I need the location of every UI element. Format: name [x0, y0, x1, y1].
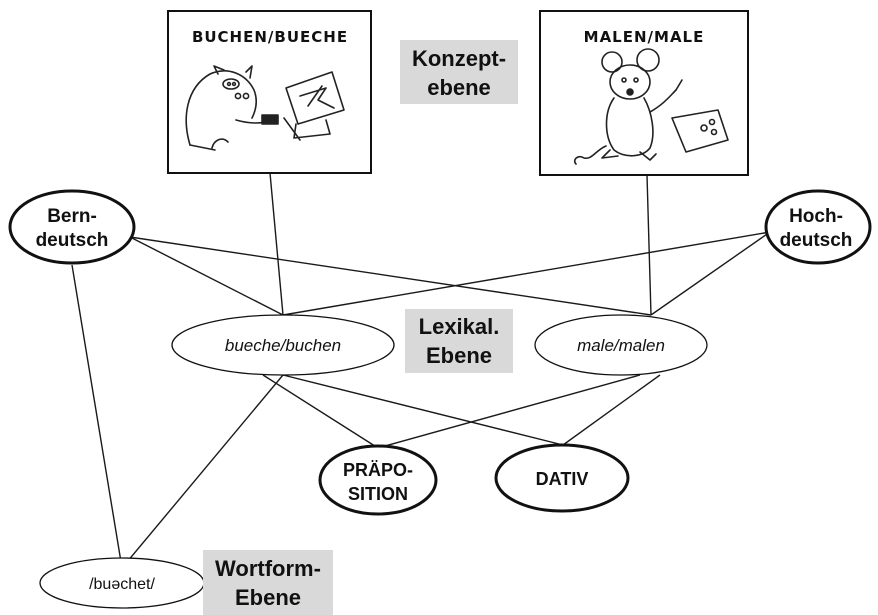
edge-bueche-to-dativ — [282, 374, 564, 446]
concept-title-buchen: BUCHEN/BUECHE — [192, 28, 348, 46]
edge-berndeutsch-to-male — [129, 236, 652, 316]
level-konzept-line2: ebene — [427, 75, 491, 100]
node-praeposition-line2: SITION — [348, 484, 408, 504]
node-male-malen: male/malen — [534, 314, 708, 376]
level-label-konzept: Konzept- ebene — [400, 40, 518, 104]
edges — [71, 172, 771, 569]
concept-box-malen: MALEN/MALE — [539, 10, 749, 176]
node-hochdeutsch-line2: deutsch — [780, 230, 853, 251]
node-dativ: DATIV — [494, 443, 630, 513]
edge-malen-concept-to-male — [646, 174, 652, 316]
node-berndeutsch: Bern- deutsch — [8, 189, 136, 265]
edge-male-to-dativ — [562, 374, 661, 446]
concept-title-malen: MALEN/MALE — [584, 28, 705, 46]
node-berndeutsch-line2: deutsch — [36, 230, 109, 251]
level-wortform-line2: Ebene — [235, 585, 301, 610]
node-dativ-label: DATIV — [536, 469, 589, 489]
node-berndeutsch-line1: Bern- — [47, 206, 97, 227]
concept-box-buchen: BUCHEN/BUECHE — [167, 10, 372, 174]
level-lexikal-line2: Ebene — [426, 343, 492, 368]
node-hochdeutsch: Hoch- deutsch — [764, 189, 872, 265]
level-lexikal-line1: Lexikal. — [419, 314, 500, 339]
node-hochdeutsch-line1: Hoch- — [789, 206, 843, 227]
edge-hochdeutsch-to-male — [650, 231, 771, 316]
level-label-wortform: Wortform- Ebene — [203, 550, 333, 615]
level-wortform-line1: Wortform- — [215, 556, 321, 581]
node-bueche-buchen: bueche/buchen — [171, 314, 395, 376]
pig-computer-icon — [185, 65, 345, 151]
node-praeposition-line1: PRÄPO- — [343, 460, 413, 480]
level-label-lexikal: Lexikal. Ebene — [405, 309, 513, 373]
node-wortform-label: /buəchet/ — [89, 576, 155, 593]
edge-hochdeutsch-to-bueche — [282, 231, 771, 316]
edge-bueche-to-wortform — [121, 374, 284, 569]
node-bueche-label: bueche/buchen — [225, 336, 341, 355]
node-male-label: male/malen — [577, 336, 665, 355]
mouse-painting-icon — [573, 48, 729, 165]
edge-bueche-to-praeposition — [262, 374, 379, 449]
node-praeposition: PRÄPO- SITION — [318, 444, 438, 516]
node-wortform: /buəchet/ — [39, 557, 205, 609]
edge-berndeutsch-to-wortform — [71, 264, 123, 569]
edge-male-to-praeposition — [377, 374, 641, 449]
level-konzept-line1: Konzept- — [412, 46, 506, 71]
edge-berndeutsch-to-bueche — [129, 236, 284, 316]
edge-buchen-concept-to-bueche — [269, 172, 284, 316]
